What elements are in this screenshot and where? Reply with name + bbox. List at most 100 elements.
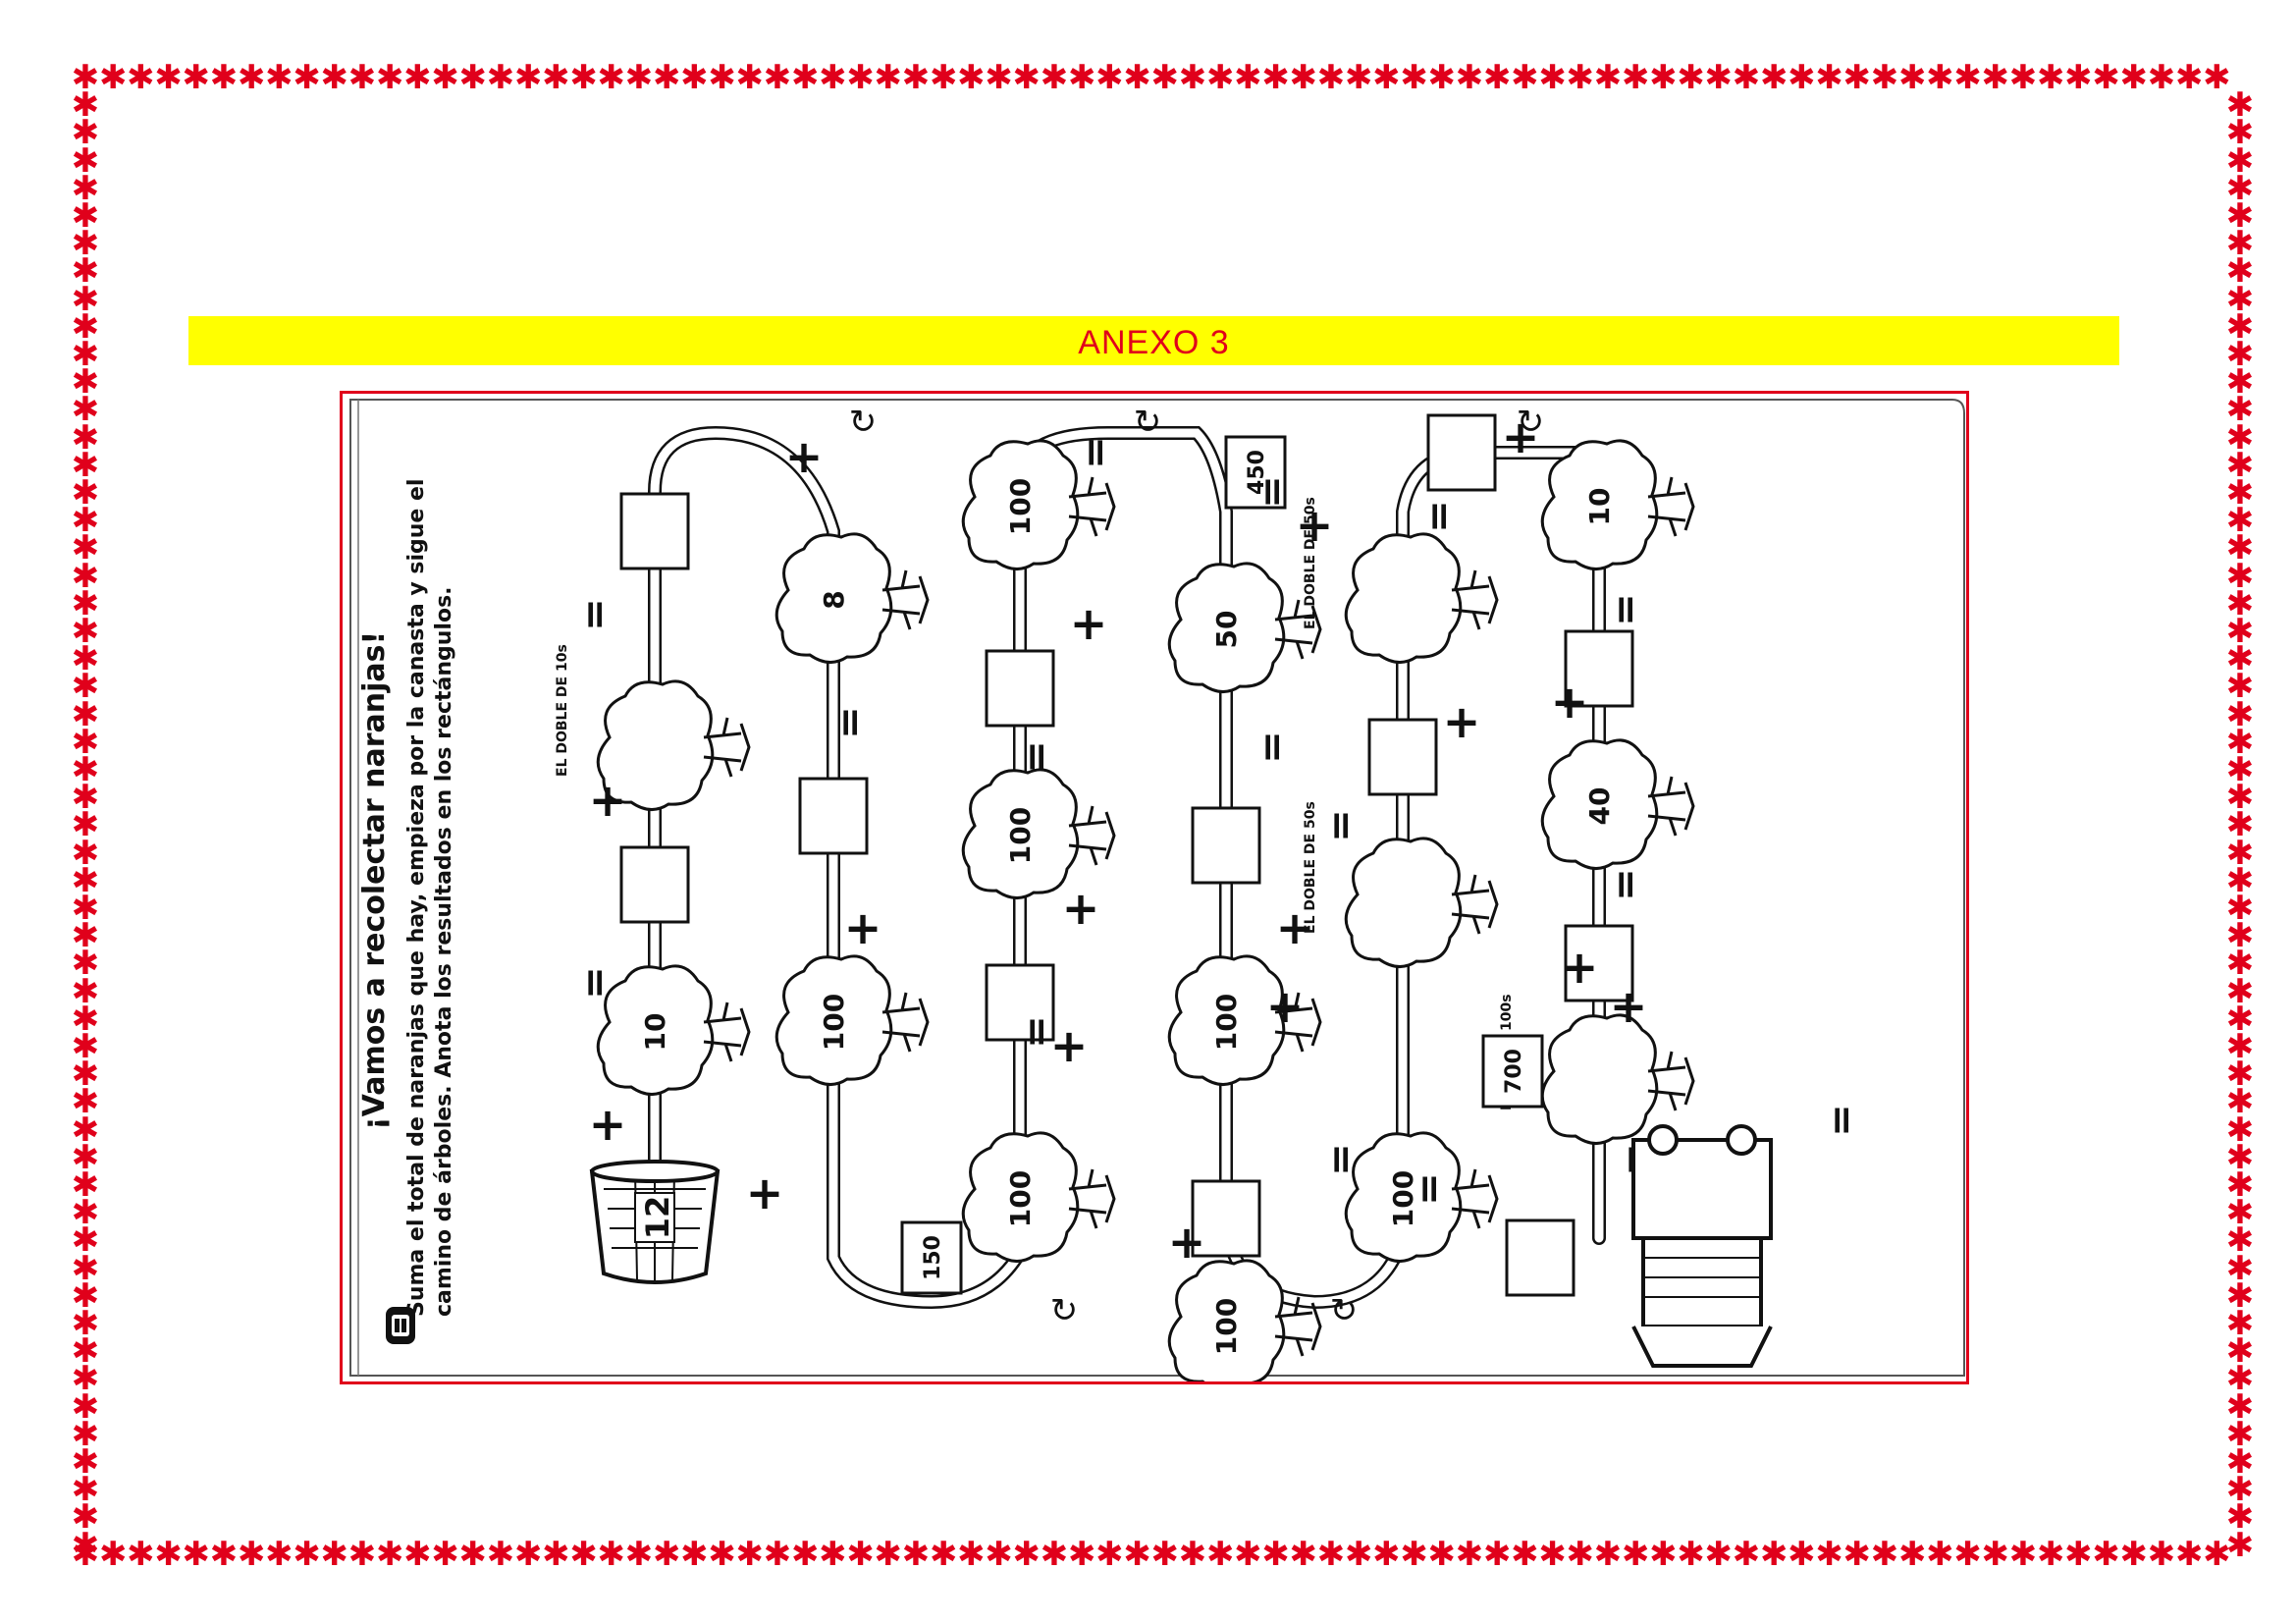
border-star: ✱	[182, 1535, 211, 1574]
border-star: ✱	[71, 335, 100, 374]
border-star: ✱	[71, 58, 100, 97]
border-star: ✱	[71, 85, 100, 126]
border-star: ✱	[2225, 694, 2255, 734]
border-star: ✱	[1566, 1535, 1595, 1574]
border-star: ✱	[2225, 251, 2255, 292]
border-star: ✱	[819, 1535, 847, 1574]
border-star: ✱	[71, 1331, 100, 1372]
tree-value-t3: 8	[818, 590, 850, 609]
border-star: ✱	[1926, 1535, 1954, 1574]
border-star: ✱	[1870, 58, 1899, 97]
border-star: ✱	[1953, 58, 1982, 97]
tree-value-t4: 100	[818, 994, 850, 1051]
answer-box[interactable]	[1191, 1179, 1261, 1258]
tree-t5: 100	[961, 1131, 1116, 1263]
answer-box[interactable]	[985, 649, 1055, 728]
equals-sign: =	[1250, 731, 1295, 764]
turn-arrow-icon: ↻	[1134, 403, 1162, 442]
border-star: ✱	[1649, 1535, 1678, 1574]
border-star: ✱	[2203, 1535, 2231, 1574]
border-star: ✱	[71, 667, 100, 707]
border-star: ✱	[2174, 1535, 2204, 1574]
tree-value-t7: 100	[1004, 478, 1037, 535]
answer-box[interactable]	[798, 777, 869, 855]
border-star: ✱	[1455, 1535, 1484, 1574]
border-star: ✱	[1732, 58, 1761, 97]
border-star: ✱	[431, 1535, 459, 1574]
border-star: ✱	[71, 279, 100, 319]
border-star: ✱	[2225, 750, 2255, 789]
border-star: ✱	[1123, 58, 1151, 97]
answer-box[interactable]	[1564, 629, 1634, 708]
border-star: ✱	[1897, 1535, 1927, 1574]
plus-sign: +	[785, 430, 824, 483]
border-star: ✱	[1067, 1535, 1096, 1574]
border-star: ✱	[2225, 1248, 2255, 1288]
border-star: ✱	[71, 999, 100, 1039]
border-star: ✱	[1178, 58, 1207, 97]
border-star: ✱	[1677, 1535, 1705, 1574]
border-star: ✱	[569, 1535, 598, 1574]
border-star: ✱	[486, 1535, 515, 1574]
answer-box[interactable]	[1191, 806, 1261, 885]
answer-box[interactable]	[1367, 718, 1438, 796]
border-star: ✱	[403, 58, 432, 97]
worksheet-illustration: ¡Vamos a recolectar naranjas! Suma el to…	[349, 399, 1965, 1381]
border-star: ✱	[2225, 1220, 2255, 1261]
border-star: ✱	[2225, 306, 2255, 347]
border-star: ✱	[2225, 1275, 2255, 1316]
border-star: ✱	[71, 1027, 100, 1066]
border-star: ✱	[71, 612, 100, 651]
border-star: ✱	[2225, 583, 2255, 623]
border-star: ✱	[1649, 58, 1678, 97]
border-star: ✱	[71, 1193, 100, 1233]
tree-t6: 100	[961, 768, 1116, 899]
border-star: ✱	[71, 833, 100, 873]
heading-group: ¡Vamos a recolectar naranjas! Suma el to…	[357, 479, 456, 1344]
border-star: ✱	[71, 306, 100, 347]
border-star: ✱	[874, 1535, 903, 1574]
given-box-value: 150	[921, 1235, 945, 1280]
tree-label-t2: EL DOBLE DE 10s	[555, 644, 570, 777]
equals-sign: =	[572, 966, 617, 1000]
border-star: ✱	[2036, 1535, 2065, 1574]
given-box-b3: 700	[1481, 1034, 1544, 1109]
border-star: ✱	[2225, 916, 2255, 956]
answer-box[interactable]	[619, 845, 690, 924]
answer-box[interactable]	[1564, 924, 1634, 1002]
equals-sign: =	[1318, 1143, 1363, 1176]
border-star: ✱	[71, 224, 100, 264]
border-star: ✱	[71, 390, 100, 430]
border-star: ✱	[542, 58, 570, 97]
border-star: ✱	[375, 1535, 404, 1574]
border-star: ✱	[320, 58, 349, 97]
border-star: ✱	[1012, 1535, 1041, 1574]
border-star: ✱	[293, 1535, 321, 1574]
border-star: ✱	[347, 1535, 377, 1574]
border-star: ✱	[71, 501, 100, 541]
given-box-value: 700	[1502, 1049, 1526, 1094]
border-star: ✱	[2225, 1525, 2255, 1565]
given-box-b1: 150	[900, 1220, 963, 1295]
answer-box[interactable]	[619, 492, 690, 570]
answer-box[interactable]	[1505, 1218, 1575, 1297]
border-star: ✱	[1981, 58, 2010, 97]
border-star: ✱	[127, 1535, 155, 1574]
border-star: ✱	[71, 916, 100, 956]
border-star: ✱	[1897, 58, 1927, 97]
border-star: ✱	[2008, 1535, 2038, 1574]
border-star: ✱	[1150, 1535, 1180, 1574]
border-star: ✱	[98, 58, 128, 97]
border-star: ✱	[1316, 1535, 1346, 1574]
tree-label-t12: EL DOBLE DE 50s	[1303, 497, 1318, 629]
tree-t2: EL DOBLE DE 10s	[555, 644, 751, 811]
answer-box[interactable]	[985, 963, 1055, 1042]
border-star: ✱	[1400, 58, 1428, 97]
border-star: ✱	[2225, 85, 2255, 126]
given-box-b2: 450	[1224, 435, 1287, 510]
border-star: ✱	[71, 140, 100, 181]
border-star: ✱	[265, 58, 294, 97]
tree-t8: 100	[1167, 954, 1322, 1086]
answer-box[interactable]	[1426, 413, 1497, 492]
border-star: ✱	[71, 971, 100, 1011]
